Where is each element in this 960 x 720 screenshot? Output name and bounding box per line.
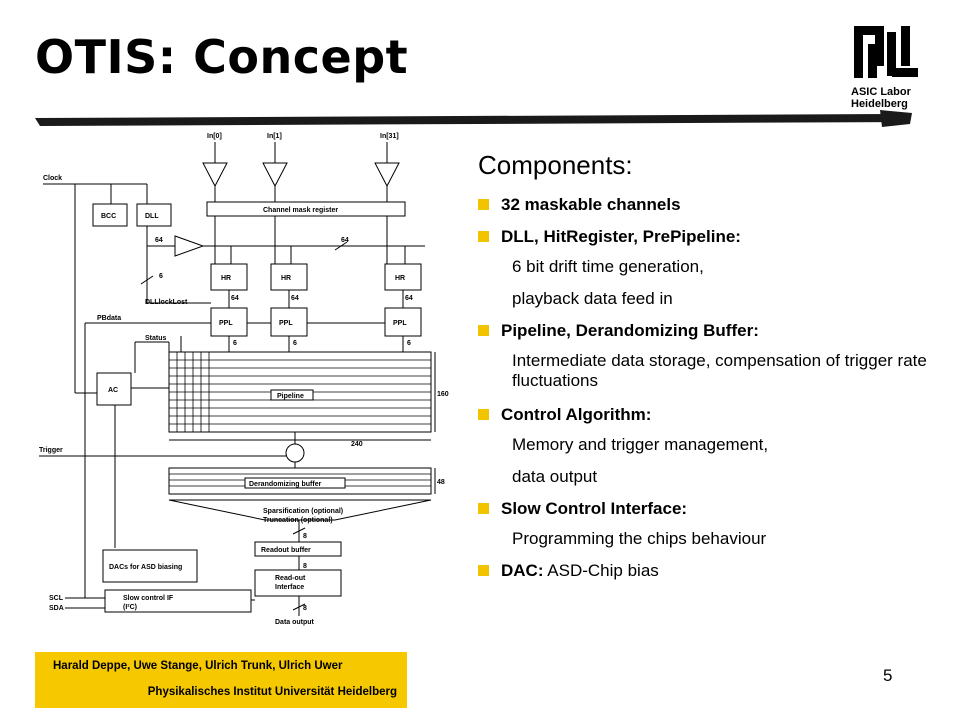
label-pipeline: Pipeline	[277, 393, 304, 400]
svg-text:PPL: PPL	[279, 320, 293, 327]
bullet-square-icon	[478, 409, 489, 420]
svg-text:Read-out: Read-out	[275, 575, 306, 582]
svg-text:64: 64	[231, 295, 239, 302]
bullet-square-icon	[478, 565, 489, 576]
footer-institute: Physikalisches Institut Universität Heid…	[147, 686, 397, 698]
derandomizing-buffer	[168, 467, 432, 495]
input-amp-31	[374, 162, 400, 188]
bullet-square-icon	[478, 503, 489, 514]
label-data-output: Data output	[275, 619, 315, 626]
svg-text:6: 6	[293, 340, 297, 347]
svg-text:160: 160	[437, 391, 449, 398]
svg-text:64: 64	[341, 237, 349, 244]
label-pbdata: PBdata	[97, 315, 121, 322]
svg-text:6: 6	[233, 340, 237, 347]
svg-text:8: 8	[303, 605, 307, 612]
label-status: Status	[145, 335, 167, 342]
logo-line-2: Heidelberg	[851, 98, 908, 110]
logo-line-1: ASIC Labor	[851, 86, 911, 98]
bullet-slow-control: Slow Control Interface:	[478, 497, 938, 521]
components-list: Components: 32 maskable channels DLL, Hi…	[478, 150, 938, 583]
bullet-dll-sub-1: 6 bit drift time generation,	[512, 257, 704, 276]
svg-text:PPL: PPL	[393, 320, 407, 327]
label-scl: SCL	[49, 595, 64, 602]
svg-text:240: 240	[351, 441, 363, 448]
components-heading: Components:	[478, 150, 633, 180]
trigger-mux	[285, 443, 305, 463]
label-clock: Clock	[43, 175, 62, 182]
svg-text:Truncation (optional): Truncation (optional)	[263, 517, 333, 524]
asic-labor-logo-icon	[854, 26, 918, 78]
svg-text:48: 48	[437, 479, 445, 486]
svg-text:DLL: DLL	[145, 213, 159, 220]
svg-text:8: 8	[303, 563, 307, 570]
label-sda: SDA	[49, 605, 64, 612]
svg-text:Slow control IF: Slow control IF	[123, 595, 174, 602]
bullet-control: Control Algorithm:	[478, 403, 938, 427]
footer-authors: Harald Deppe, Uwe Stange, Ulrich Trunk, …	[53, 660, 343, 672]
svg-text:HR: HR	[281, 275, 291, 282]
input-amp-0	[202, 162, 228, 188]
bullet-control-sub-2: data output	[512, 467, 598, 486]
svg-text:BCC: BCC	[101, 213, 116, 220]
channel-mask-register	[206, 201, 406, 217]
svg-text:8: 8	[303, 533, 307, 540]
bcc-block	[92, 203, 128, 227]
readout-buffer	[254, 541, 342, 557]
logo-wordmark: ASIC Labor Heidelberg	[851, 86, 911, 110]
bullet-dac: DAC: ASD-Chip bias	[478, 559, 938, 583]
svg-text:Sparsification (optional): Sparsification (optional)	[263, 508, 343, 515]
bullet-slow-control-sub: Programming the chips behaviour	[512, 529, 767, 548]
svg-text:6: 6	[407, 340, 411, 347]
svg-text:6: 6	[159, 273, 163, 280]
title-underline	[35, 110, 912, 127]
svg-text:AC: AC	[108, 387, 118, 394]
label-in1: In[1]	[267, 133, 282, 140]
readout-interface	[254, 569, 342, 597]
dacs-block	[102, 549, 198, 583]
label-trigger: Trigger	[39, 447, 63, 454]
svg-text:PPL: PPL	[219, 320, 233, 327]
label-dlllocklost: DLLlockLost	[145, 299, 188, 306]
slow-control-block	[104, 589, 252, 613]
svg-text:HR: HR	[221, 275, 231, 282]
bullet-pipeline: Pipeline, Derandomizing Buffer:	[478, 319, 938, 343]
bullet-channels: 32 maskable channels	[478, 193, 938, 217]
svg-text:(I²C): (I²C)	[123, 604, 137, 611]
ac-block	[96, 372, 132, 406]
bullet-square-icon	[478, 199, 489, 210]
svg-text:64: 64	[155, 237, 163, 244]
title-underline-stroke	[35, 114, 910, 126]
bullet-control-sub-1: Memory and trigger management,	[512, 435, 769, 454]
bullet-pipeline-sub: Intermediate data storage, compensation …	[512, 351, 927, 390]
label-derandomizing: Derandomizing buffer	[249, 481, 322, 488]
otis-block-diagram: In[0] In[1] In[31] Clock BCC DLL Channel…	[39, 133, 449, 626]
dll-buffer	[174, 235, 205, 257]
svg-text:Readout buffer: Readout buffer	[261, 547, 311, 554]
slide-title: OTIS: Concept	[35, 30, 409, 84]
bullet-square-icon	[478, 231, 489, 242]
svg-text:64: 64	[405, 295, 413, 302]
label-in0: In[0]	[207, 133, 222, 140]
svg-text:Interface: Interface	[275, 584, 304, 591]
bullet-square-icon	[478, 325, 489, 336]
footer-banner: Harald Deppe, Uwe Stange, Ulrich Trunk, …	[35, 652, 407, 708]
svg-text:Channel mask register: Channel mask register	[263, 207, 338, 214]
bullet-dll-sub-2: playback data feed in	[512, 289, 673, 308]
bullet-dll: DLL, HitRegister, PrePipeline:	[478, 225, 938, 249]
sparsification-block	[168, 499, 432, 521]
dll-block	[136, 203, 172, 227]
page-number: 5	[883, 666, 893, 685]
label-in31: In[31]	[380, 133, 399, 140]
svg-text:64: 64	[291, 295, 299, 302]
svg-text:DACs for ASD biasing: DACs for ASD biasing	[109, 564, 182, 571]
input-amp-1	[262, 162, 288, 188]
svg-text:HR: HR	[395, 275, 405, 282]
